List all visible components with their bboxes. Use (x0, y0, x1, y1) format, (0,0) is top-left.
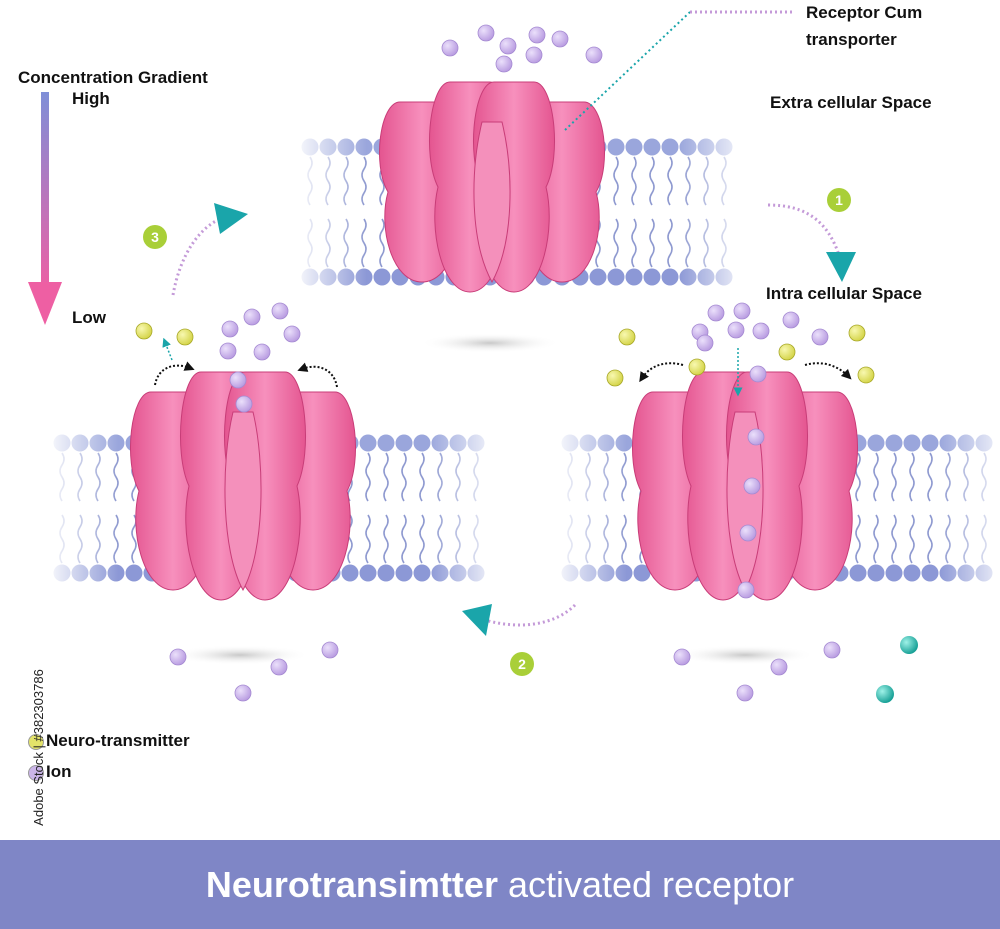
ion-particle (528, 26, 546, 44)
ion-particle (235, 395, 253, 413)
ion-particle (737, 581, 755, 599)
cycle-arrow-3 (171, 215, 226, 296)
neurotransmitter-particle (778, 343, 796, 361)
neuro-transmitter-legend-label: Neuro-transmitter (46, 731, 190, 750)
ion-particle (321, 641, 339, 659)
ion-particle (169, 648, 187, 666)
neuro-transmitter-legend-icon (28, 734, 44, 750)
cycle-arrow-1 (767, 203, 842, 259)
footer-title-regular: activated receptor (507, 863, 795, 905)
exit-arrow (162, 337, 173, 361)
ion-particle (707, 304, 725, 322)
receptor-label-line1: Receptor Cum (806, 3, 923, 22)
ion-particle (229, 371, 247, 389)
cycle-arrow-1-head (826, 252, 856, 282)
cycle-arrow-3-head (214, 203, 248, 234)
ion-particle (271, 302, 289, 320)
turn-arrow-left-a (154, 361, 195, 386)
cycle-arrow-2-head (462, 604, 492, 636)
ion-particle (747, 428, 765, 446)
teal-particle (876, 685, 894, 703)
ion-particle (739, 524, 757, 542)
receptor-label-line2: transporter (806, 30, 897, 49)
ion-particle (749, 365, 767, 383)
neurotransmitter-particle (688, 358, 706, 376)
neurotransmitter-particle (857, 366, 875, 384)
ion-particle (495, 55, 513, 73)
ion-particle (823, 641, 841, 659)
turn-arrow-right-a (639, 362, 684, 383)
ion-particle (752, 322, 770, 340)
neurotransmitter-particle (606, 369, 624, 387)
intra-cellular-label: Intra cellular Space (766, 284, 922, 303)
ion-particle (770, 658, 788, 676)
turn-arrow-right-b (804, 362, 852, 380)
ion-legend-icon (28, 765, 44, 781)
ion-particle (270, 658, 288, 676)
ion-particle (736, 684, 754, 702)
extra-cellular-label: Extra cellular Space (770, 93, 932, 112)
ion-particle (811, 328, 829, 346)
stock-watermark-id: Adobe Stock | #382303786 (30, 669, 46, 826)
ion-particle (782, 311, 800, 329)
ion-particle (743, 477, 761, 495)
receptor-pointer-line (564, 11, 691, 131)
ion-particle (727, 321, 745, 339)
ion-particle (441, 39, 459, 57)
receptor-protein-left (130, 371, 356, 601)
ion-particle (733, 302, 751, 320)
concentration-gradient-label: Concentration Gradient (18, 68, 208, 87)
receptor-protein-right (632, 371, 858, 601)
ion-particle (673, 648, 691, 666)
ion-particle (221, 320, 239, 338)
teal-particle (900, 636, 918, 654)
ion-particle (477, 24, 495, 42)
receptor-protein-top (378, 81, 606, 293)
ion-legend-label: Ion (46, 762, 72, 781)
protein-shadow-top (420, 333, 560, 353)
ion-particle (234, 684, 252, 702)
step-badge-3: 3 (143, 225, 167, 249)
ion-particle (243, 308, 261, 326)
ion-particle (499, 37, 517, 55)
particles (135, 24, 918, 703)
step-badge-1: 1 (827, 188, 851, 212)
turn-arrow-left-b (297, 362, 338, 388)
footer-title-bold: Neurotransimtter (205, 863, 498, 905)
step-badge-2: 2 (510, 652, 534, 676)
ion-particle (525, 46, 543, 64)
ion-particle (551, 30, 569, 48)
ion-particle (219, 342, 237, 360)
cycle-arrow-2 (484, 603, 577, 627)
concentration-gradient-arrow (28, 92, 62, 325)
neurotransmitter-particle (848, 324, 866, 342)
ion-particle (585, 46, 603, 64)
neurotransmitter-particle (135, 322, 153, 340)
neurotransmitter-particle (176, 328, 194, 346)
ion-particle (283, 325, 301, 343)
ion-particle (696, 334, 714, 352)
high-label: High (72, 89, 110, 108)
ion-particle (253, 343, 271, 361)
neurotransmitter-particle (618, 328, 636, 346)
protein-shadow-left (170, 645, 310, 665)
receptor-proteins (130, 81, 858, 601)
footer-banner: Neurotransimtter activated receptor (0, 840, 1000, 929)
protein-shadow-right (675, 645, 815, 665)
low-label: Low (72, 308, 106, 327)
